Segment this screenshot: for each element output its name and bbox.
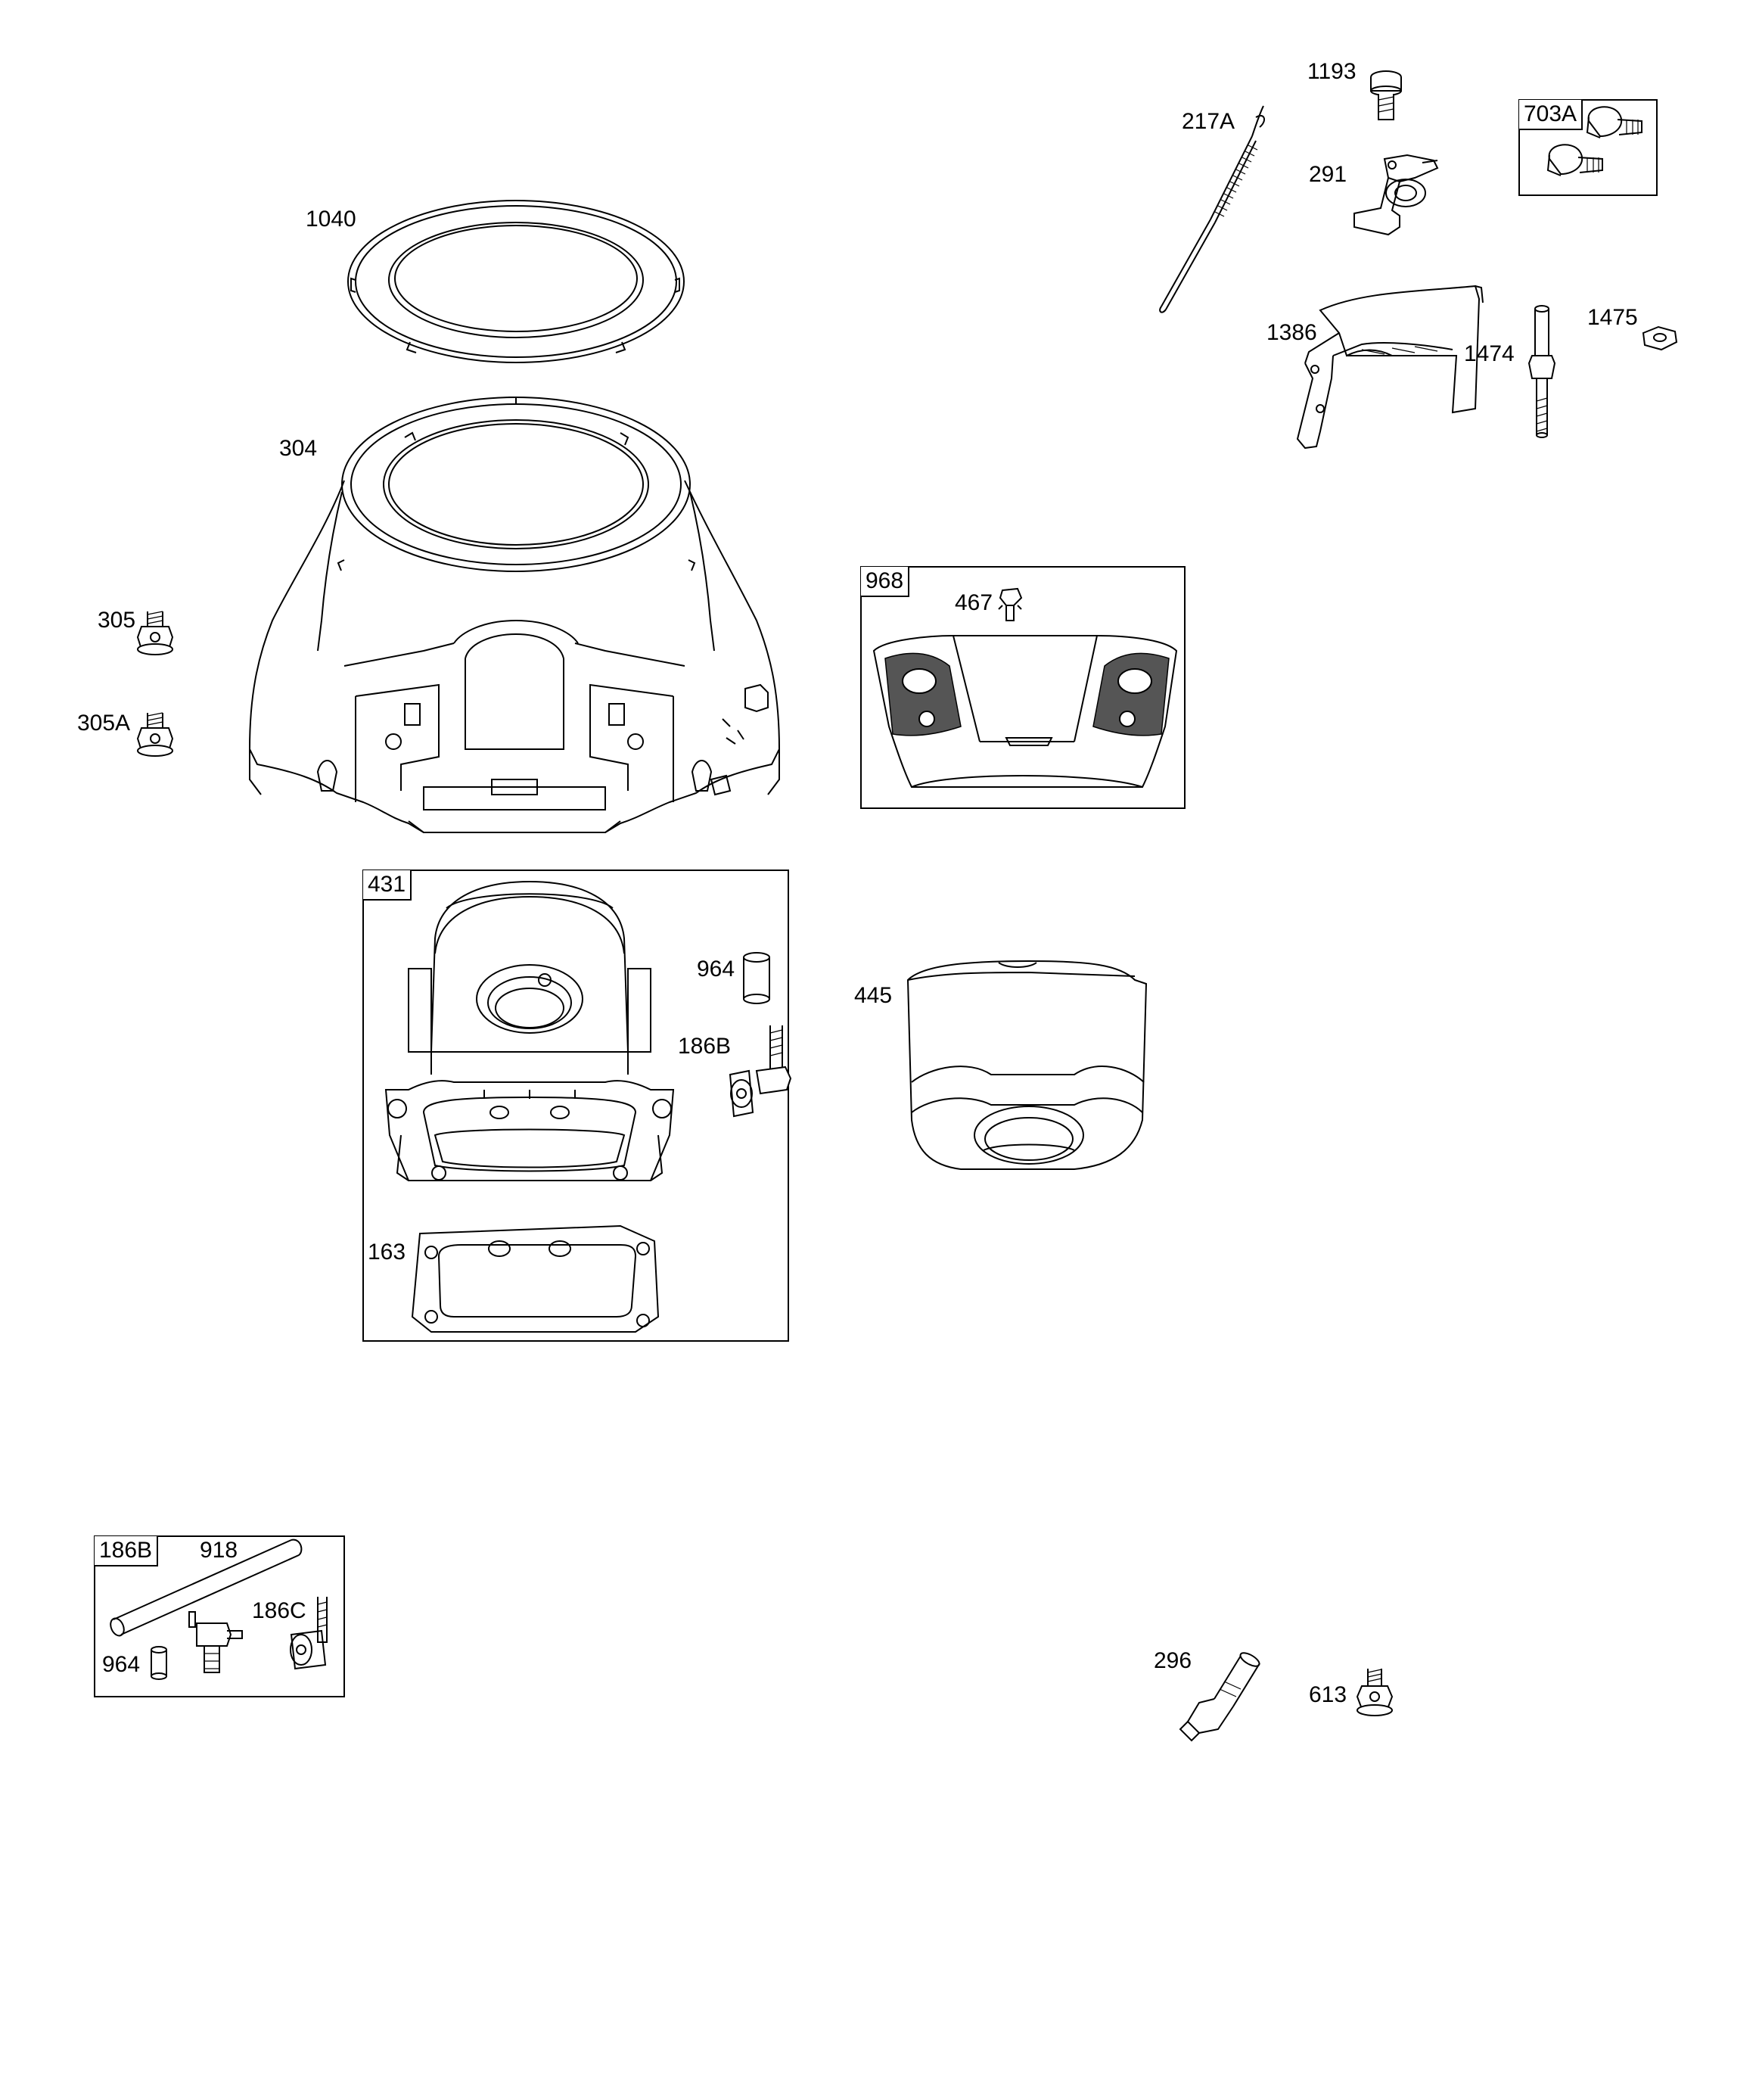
part-305-bolt (136, 611, 174, 655)
label-1040: 1040 (306, 207, 356, 232)
part-1040-ring (347, 200, 685, 363)
part-1474-stud (1527, 305, 1556, 438)
part-613-bolt (1356, 1669, 1394, 1716)
group-431: 431 (363, 870, 787, 1339)
group-968-tag: 968 (861, 567, 910, 597)
label-918: 918 (200, 1538, 238, 1563)
part-1386-baffle (1296, 285, 1484, 450)
label-1474: 1474 (1464, 341, 1515, 366)
group-186B-tag: 186B (95, 1536, 159, 1566)
group-703A-tag: 703A (1519, 100, 1583, 130)
label-445: 445 (854, 983, 893, 1008)
label-305: 305 (98, 608, 136, 633)
part-1193-bolt (1370, 70, 1402, 120)
part-186B-hose-kit (94, 1535, 345, 1697)
label-296: 296 (1154, 1648, 1192, 1673)
part-217A-spring (1159, 105, 1265, 313)
label-1475: 1475 (1587, 305, 1638, 330)
label-613: 613 (1309, 1682, 1347, 1707)
label-186C: 186C (252, 1598, 306, 1623)
part-305A-bolt (136, 712, 174, 757)
group-703A: 703A (1519, 100, 1655, 194)
label-964-in-431: 964 (697, 957, 735, 982)
label-964-in-186B: 964 (102, 1652, 141, 1677)
label-217A: 217A (1182, 109, 1235, 134)
part-296-tube (1179, 1652, 1260, 1742)
part-968-cover (860, 566, 1186, 809)
label-291: 291 (1309, 162, 1347, 187)
part-304-blower-housing (248, 397, 781, 833)
group-968: 968 (861, 567, 1183, 807)
part-467-clip (998, 587, 1023, 621)
label-1386: 1386 (1266, 320, 1317, 345)
part-186B-fitting (729, 1025, 792, 1118)
label-305A: 305A (77, 711, 131, 736)
label-304: 304 (279, 436, 318, 461)
part-964-sleeve (743, 952, 770, 1004)
part-431-base (362, 870, 789, 1342)
part-703A-clips (1518, 99, 1658, 196)
part-163-gasket (411, 1224, 660, 1333)
label-163: 163 (368, 1240, 406, 1265)
group-431-tag: 431 (363, 870, 412, 901)
label-467: 467 (955, 590, 993, 615)
label-1193: 1193 (1307, 59, 1357, 84)
label-186B-in-431: 186B (678, 1034, 732, 1059)
part-1475-nut (1642, 325, 1678, 351)
part-445-filter (906, 960, 1148, 1170)
part-291-bracket (1353, 154, 1439, 236)
group-186B: 186B (95, 1536, 343, 1695)
